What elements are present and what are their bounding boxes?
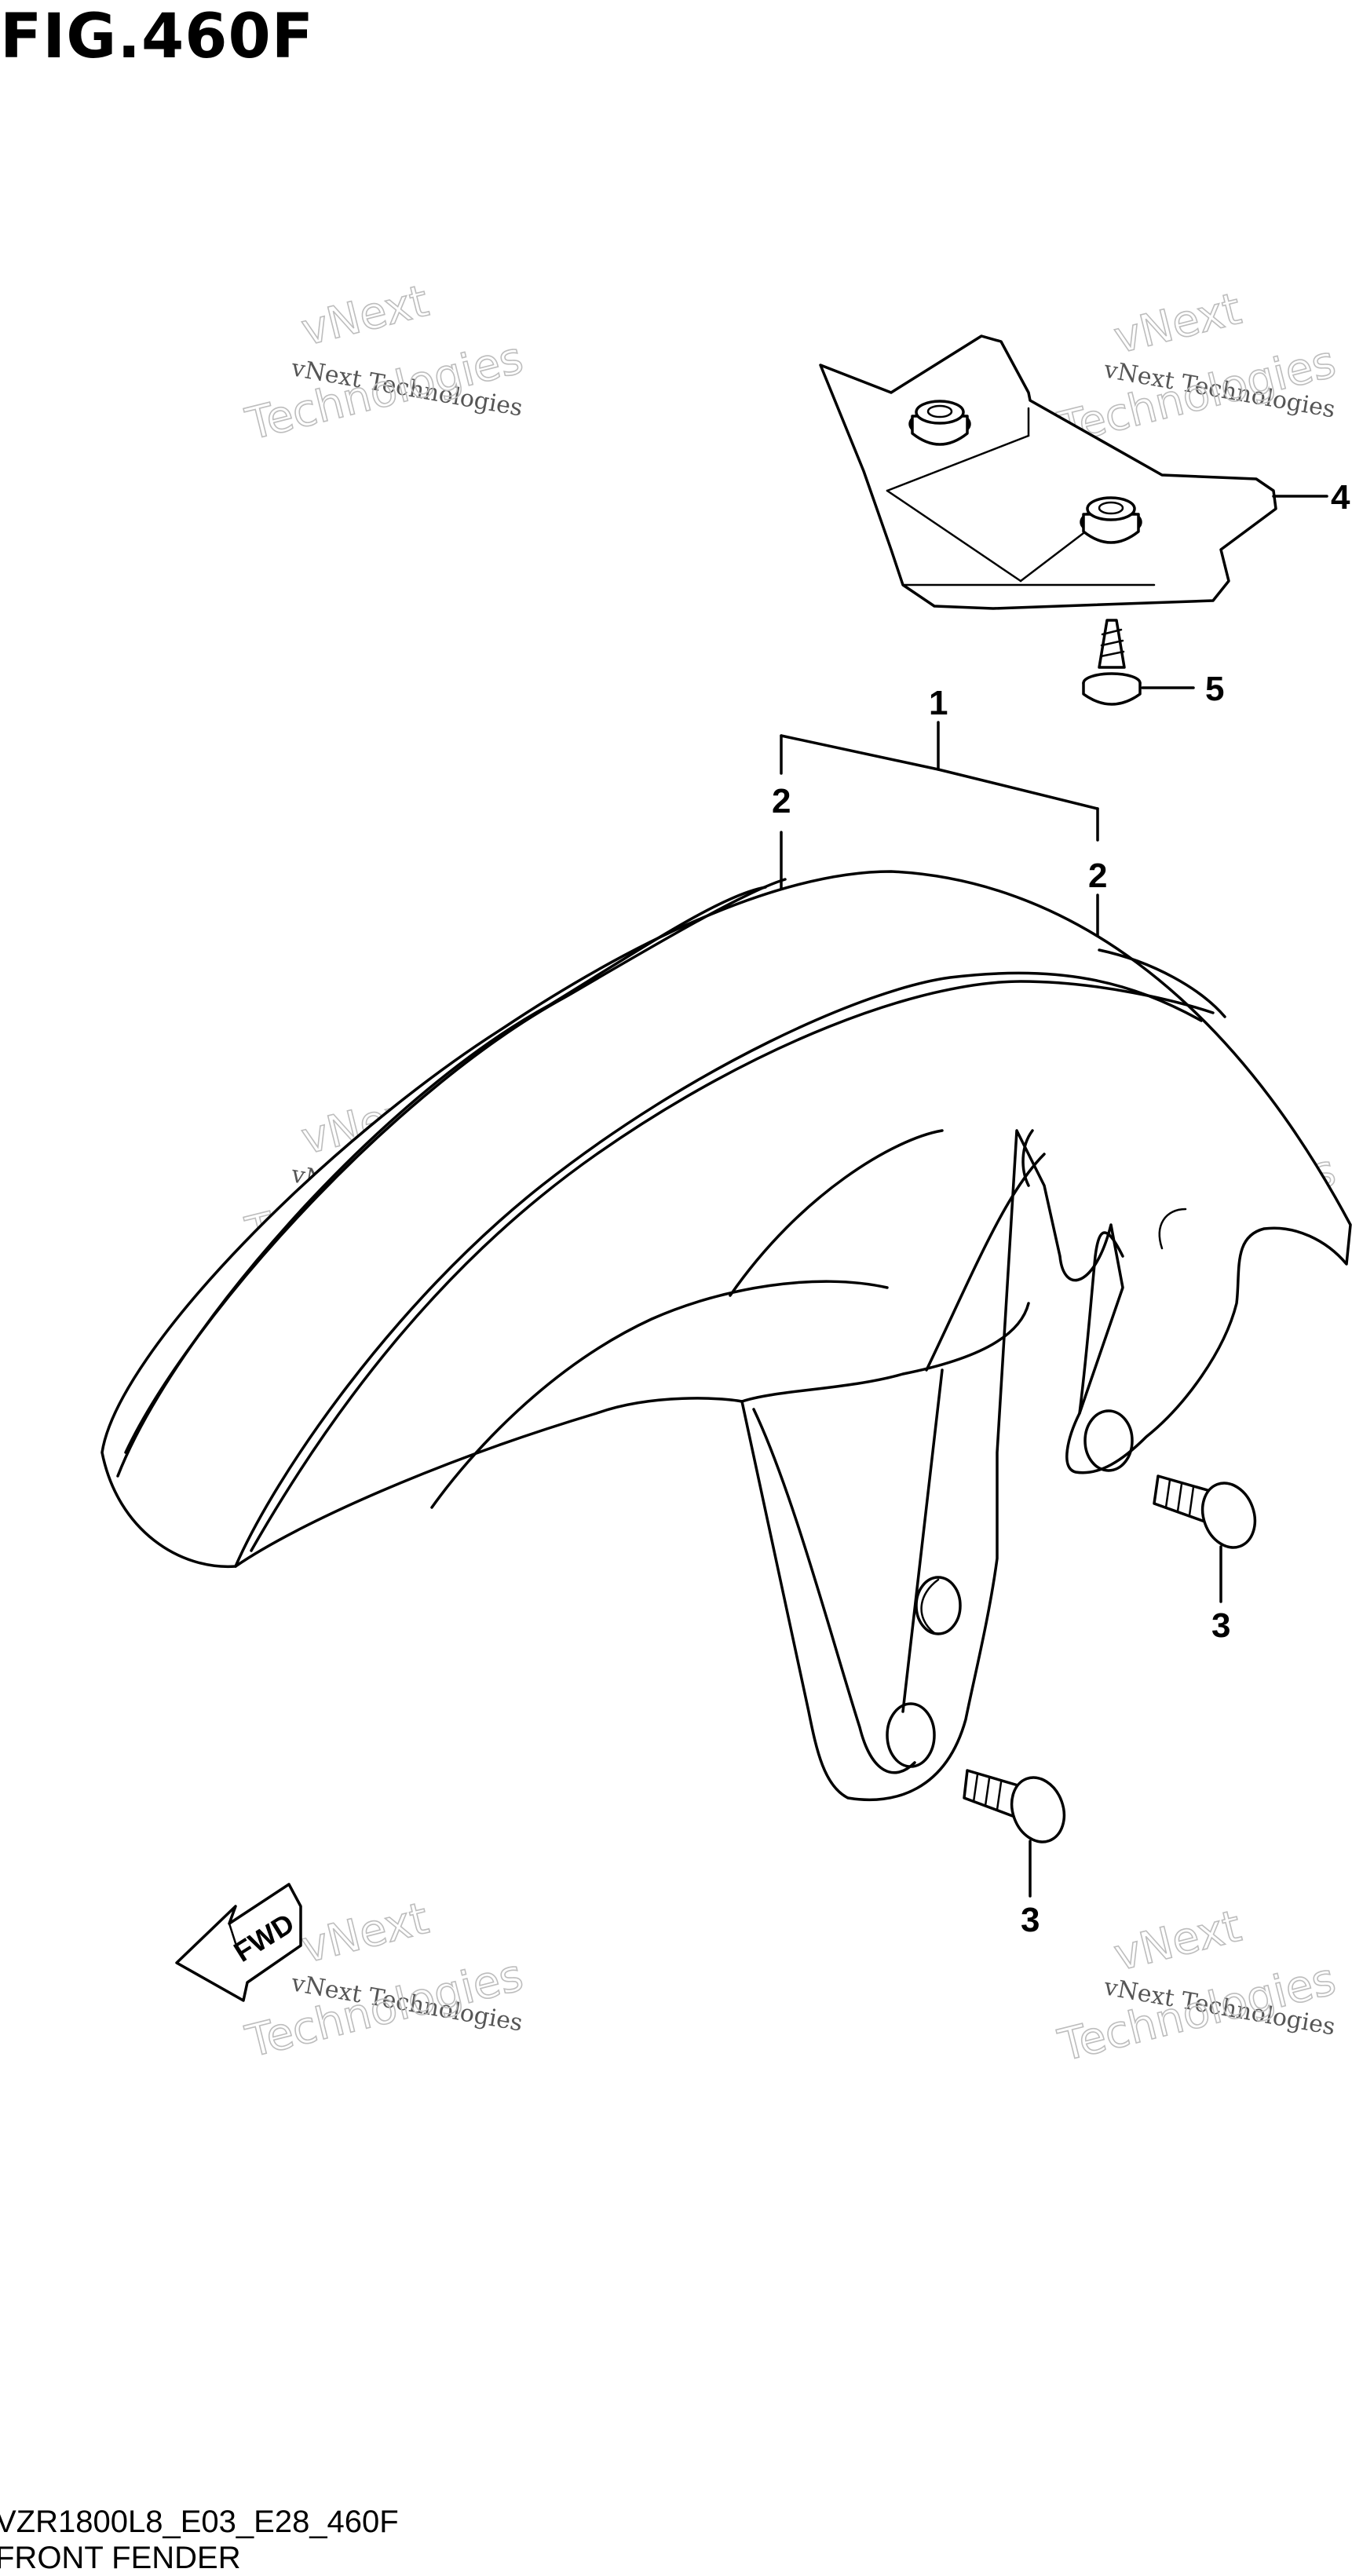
svg-text:vNext: vNext <box>1109 1901 1246 1982</box>
part-3-bolt-left <box>963 1769 1066 1898</box>
watermark-top-left: vNext vNext Technologies Technologies <box>240 275 528 451</box>
part-3-bolt-right <box>1153 1474 1257 1603</box>
part-4-bracket <box>819 334 1328 610</box>
svg-text:Technologies: Technologies <box>241 1949 528 2067</box>
bolt-hole-left-lower <box>886 1702 936 1768</box>
fwd-arrow-icon: FWD <box>175 1883 302 2002</box>
callout-3-left: 3 <box>1021 1901 1040 1939</box>
bolt-hole-left-upper <box>915 1576 962 1635</box>
svg-text:vNext: vNext <box>297 1893 433 1974</box>
watermark-top-right: vNext vNext Technologies Technologies <box>1053 283 1341 455</box>
callout-2-right: 2 <box>1088 857 1107 895</box>
figure-title: FIG.460F <box>0 2 315 72</box>
svg-text:vNext: vNext <box>1109 283 1246 364</box>
callout-4: 4 <box>1331 478 1350 517</box>
model-code: VZR1800L8_E03_E28_460F <box>0 2505 399 2539</box>
part-5-screw <box>1082 619 1195 706</box>
grommet-upper <box>908 400 971 446</box>
bolt-hole-right <box>1083 1409 1134 1472</box>
svg-text:Technologies: Technologies <box>241 332 528 450</box>
front-fender <box>100 870 1352 1802</box>
svg-text:vNext: vNext <box>297 276 433 356</box>
section-name: FRONT FENDER <box>0 2541 241 2575</box>
callout-1: 1 <box>929 684 948 722</box>
svg-text:Technologies: Technologies <box>1054 1953 1341 2071</box>
callout-3-right: 3 <box>1211 1606 1230 1645</box>
grommet-lower <box>1080 496 1142 544</box>
watermark-bottom-right: vNext vNext Technologies Technologies <box>1053 1900 1341 2072</box>
callout-2-left: 2 <box>772 782 791 820</box>
callout-5: 5 <box>1205 670 1224 708</box>
